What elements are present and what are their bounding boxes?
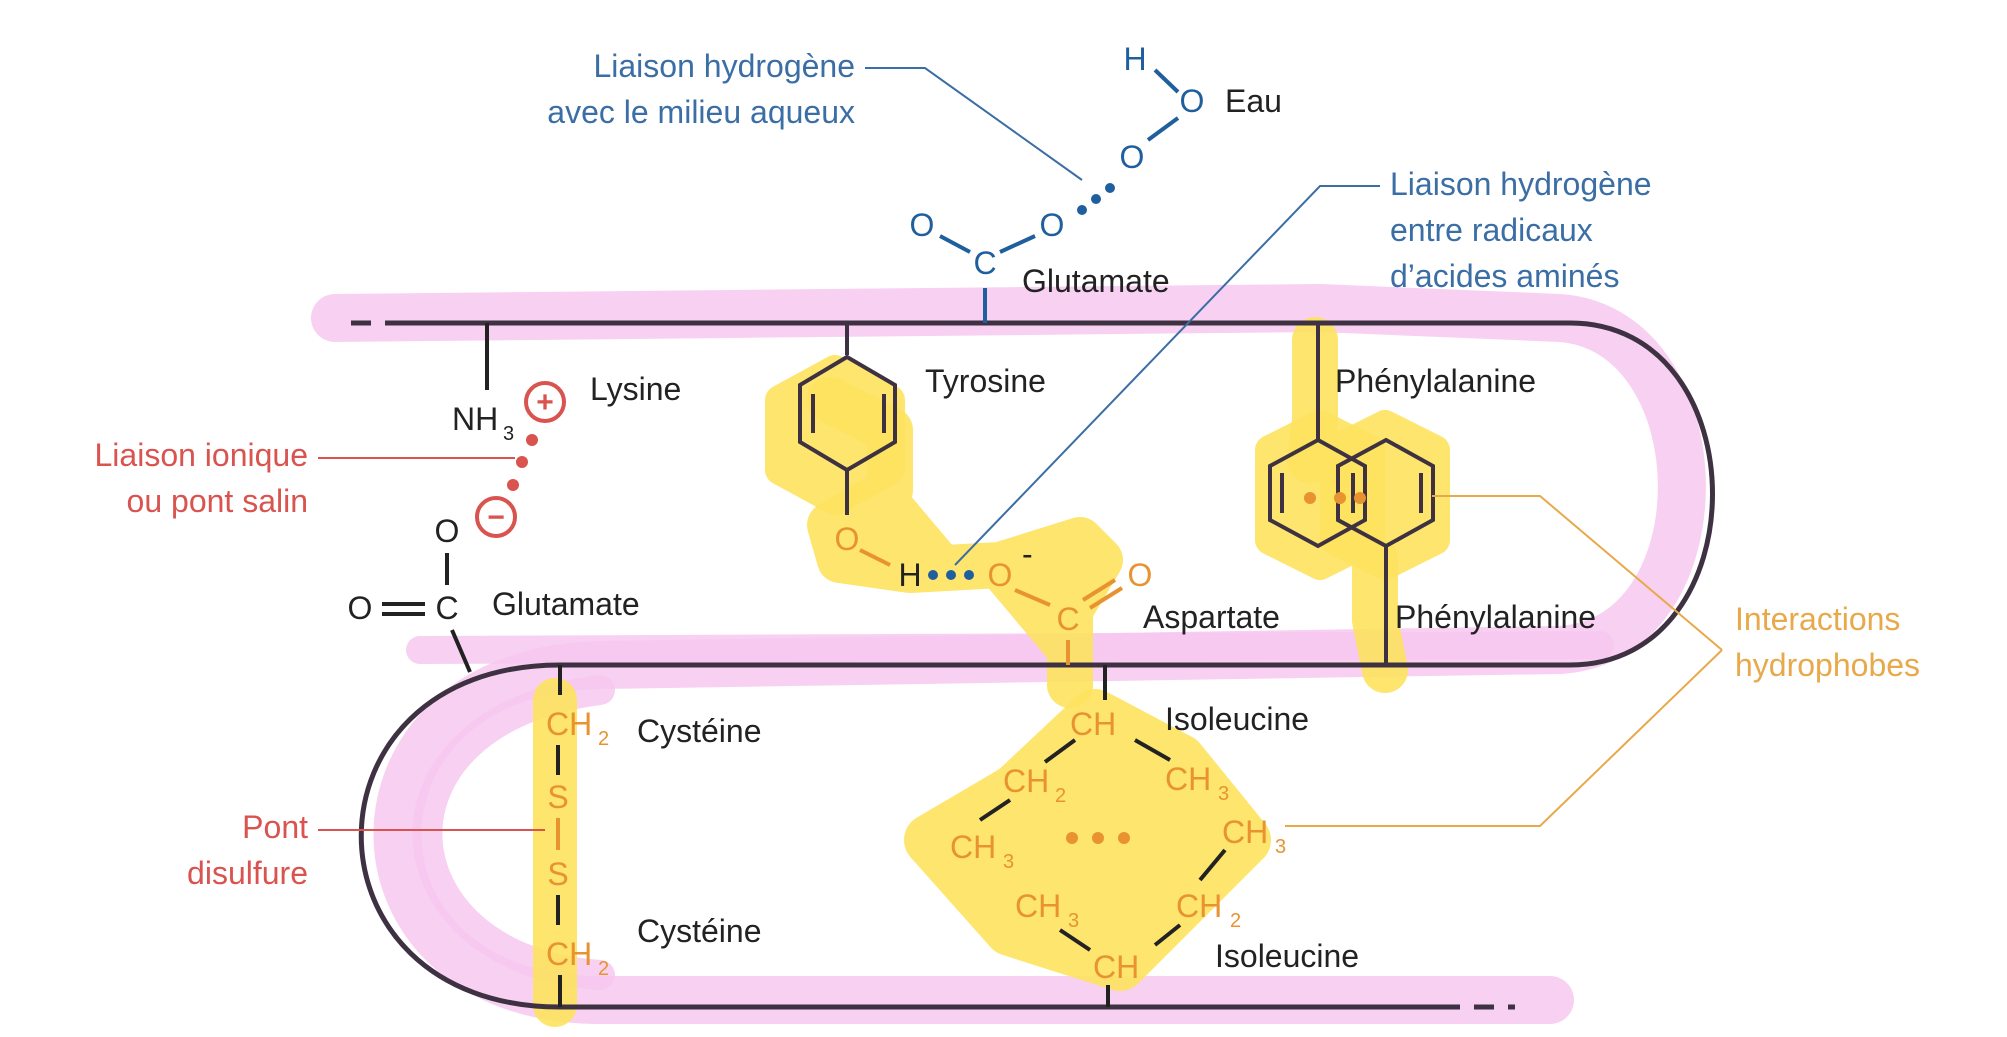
- water-label: Eau: [1225, 83, 1282, 119]
- glutamate-top-o1: O: [910, 207, 935, 243]
- cys2-sub2: 2: [598, 958, 609, 980]
- callouts: Liaison hydrogène avec le milieu aqueux …: [95, 48, 1921, 891]
- hbond-radicals-label-3: d’acides aminés: [1390, 258, 1619, 294]
- aspartate-c: C: [1056, 601, 1079, 637]
- ile2-ch3b: CH: [1015, 888, 1061, 924]
- cys2-s: S: [547, 856, 568, 892]
- lysine-sub3: 3: [503, 423, 514, 445]
- cys2-ch: CH: [546, 936, 592, 972]
- ile1-ch2-sub: 2: [1055, 785, 1066, 807]
- water-o: O: [1120, 139, 1145, 175]
- hbond-radicals-label-2: entre radicaux: [1390, 212, 1593, 248]
- tyrosine-aspartate-group: O H O - C O Tyrosine Aspartate: [798, 323, 1280, 665]
- hbond-water-label-1: Liaison hydrogène: [593, 48, 855, 84]
- hbond-radicals-label-1: Liaison hydrogène: [1390, 166, 1652, 202]
- ionic-label-2: ou pont salin: [127, 483, 308, 519]
- ile2-ch3-sub: 3: [1275, 836, 1286, 858]
- disulfide-group: CH 2 S S CH 2 Cystéine Cystéine: [546, 665, 762, 1007]
- salt-bridge-group: NH 3 + Lysine − O C O Glutamate: [348, 323, 681, 673]
- phenylalanine-top-label: Phénylalanine: [1335, 363, 1536, 399]
- ionic-label-1: Liaison ionique: [95, 437, 309, 473]
- ile2-ch: CH: [1093, 949, 1139, 985]
- cys1-ch: CH: [546, 706, 592, 742]
- hbond-water-label-2: avec le milieu aqueux: [547, 94, 855, 130]
- glutamate-left-c: C: [435, 590, 458, 626]
- lysine-label: Lysine: [590, 371, 681, 407]
- cys1-sub2: 2: [598, 728, 609, 750]
- ile1-ch2: CH: [1003, 763, 1049, 799]
- plus-sign: +: [536, 386, 554, 419]
- water-h: H: [1123, 41, 1146, 77]
- ile2-ch2-sub: 2: [1230, 910, 1241, 932]
- isoleucine-bottom-label: Isoleucine: [1215, 938, 1359, 974]
- glutamate-top-c: C: [973, 245, 996, 281]
- water-o2: O: [1180, 83, 1205, 119]
- minus-charge-icon: [475, 496, 517, 538]
- tyrosine-o: O: [835, 521, 860, 557]
- cysteine-top-label: Cystéine: [637, 713, 762, 749]
- ile1-ch3b: CH: [950, 829, 996, 865]
- glutamate-top-label: Glutamate: [1022, 263, 1170, 299]
- ile1-ch3b-sub: 3: [1003, 851, 1014, 873]
- aspartate-o-minus: -: [1022, 536, 1033, 572]
- ile2-ch3: CH: [1222, 814, 1268, 850]
- phenylalanine-group: Phénylalanine Phénylalanine: [1268, 323, 1596, 665]
- glutamate-left-label: Glutamate: [492, 586, 640, 622]
- disulfide-label-1: Pont: [242, 809, 308, 845]
- tyrosine-label: Tyrosine: [925, 363, 1046, 399]
- glutamate-left-o2: O: [348, 590, 373, 626]
- aspartate-o2: O: [1128, 557, 1153, 593]
- ile1-ch3-sub: 3: [1218, 783, 1229, 805]
- tyrosine-h: H: [898, 557, 921, 593]
- ile1-ch3: CH: [1165, 761, 1211, 797]
- ile1-ch: CH: [1070, 706, 1116, 742]
- ile2-ch2: CH: [1176, 888, 1222, 924]
- hydrophobic-label-2: hydrophobes: [1735, 647, 1920, 683]
- cys1-s: S: [547, 779, 568, 815]
- glutamate-left-o1: O: [435, 513, 460, 549]
- isoleucine-top-label: Isoleucine: [1165, 701, 1309, 737]
- isoleucine-group: CH CH 3 CH 2 CH 3 CH 3 CH 2 CH 3 CH Isol…: [950, 665, 1359, 1007]
- aspartate-label: Aspartate: [1143, 599, 1280, 635]
- minus-sign: −: [487, 501, 505, 534]
- glutamate-top-o2: O: [1040, 207, 1065, 243]
- aspartate-o1: O: [988, 557, 1013, 593]
- glutamate-top-group: C O O O O H Glutamate Eau: [910, 41, 1282, 323]
- lysine-nh: NH: [452, 401, 498, 437]
- hydrophobic-label-1: Interactions: [1735, 601, 1900, 637]
- plus-charge-icon: [524, 381, 566, 423]
- disulfide-label-2: disulfure: [187, 855, 308, 891]
- cysteine-bottom-label: Cystéine: [637, 913, 762, 949]
- ile2-ch3b-sub: 3: [1068, 910, 1079, 932]
- phenylalanine-bottom-label: Phénylalanine: [1395, 599, 1596, 635]
